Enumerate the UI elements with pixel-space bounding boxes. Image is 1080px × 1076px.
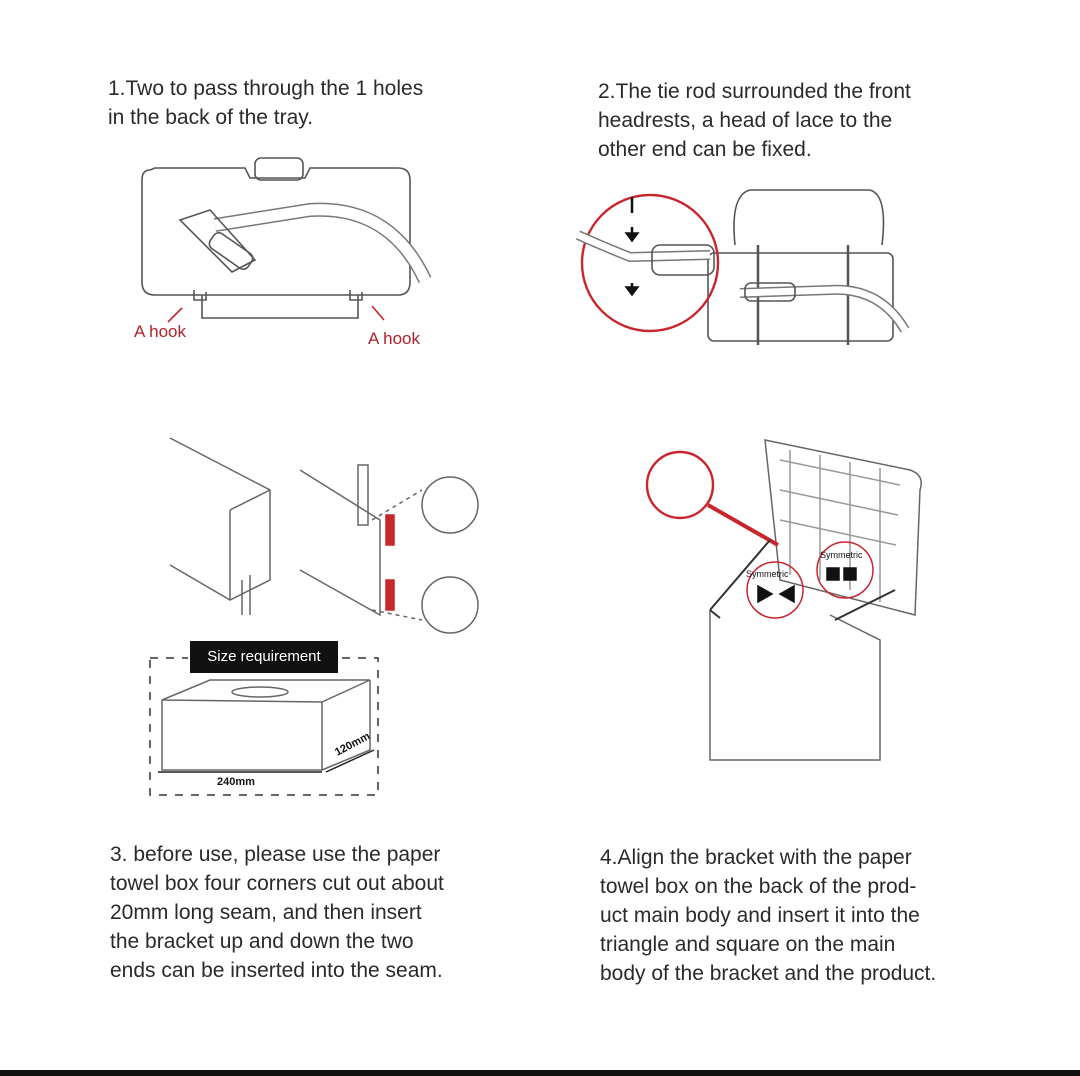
tray-flap (201, 295, 359, 319)
step-4-text: 4.Align the bracket with the paper towel… (600, 846, 937, 985)
square-mark-left (826, 567, 840, 581)
strap-2-inner (739, 286, 909, 332)
buckle-2 (744, 282, 796, 302)
magnified-buckle (651, 244, 715, 276)
detail-circle-top (421, 476, 479, 534)
symmetric-label-2: Symmetric (820, 550, 863, 560)
tissue-box-sides (161, 680, 371, 771)
tray-back-diagram (141, 157, 432, 323)
cut-seam-left (241, 575, 251, 615)
tissue-box-top (161, 679, 371, 703)
dimension-line-depth (325, 749, 375, 773)
hook-left-arrow (167, 307, 183, 323)
tray-grid (779, 450, 901, 602)
bracket-align-diagram (645, 439, 922, 761)
box-cut-diagram (149, 437, 479, 796)
bottom-border (0, 1070, 1080, 1076)
step-3-text: 3. before use, please use the paper towe… (110, 843, 444, 982)
box-corner-left (169, 437, 271, 601)
red-arrow-down (385, 514, 395, 546)
bracket-top (357, 464, 369, 526)
square-callout (816, 541, 874, 599)
hook-right-label: A hook (368, 329, 420, 348)
tissue-box-opening (231, 686, 289, 698)
tray-handle (254, 157, 304, 181)
hook-right-shape (349, 290, 363, 301)
hook-left-label: A hook (134, 322, 186, 341)
triangle-callout (746, 561, 804, 619)
magnified-strap-inner (576, 231, 711, 261)
buckle-slot (208, 231, 254, 271)
headrest-diagram (575, 189, 910, 345)
hook-left-shape (193, 290, 207, 301)
step-2-text: 2.The tie rod surrounded the front headr… (598, 80, 911, 161)
symmetric-label-1: Symmetric (746, 569, 789, 579)
magnifier-circle (580, 193, 720, 333)
buckle (178, 209, 257, 273)
strap-2 (739, 284, 910, 333)
detail-leaders (371, 489, 423, 621)
arrow-heads (624, 232, 640, 297)
triangle-marks (757, 584, 795, 604)
detail-circle-bottom (421, 576, 479, 634)
red-arrow-up (385, 579, 395, 611)
detail-magnifier (645, 450, 715, 520)
size-frame (149, 657, 379, 796)
paper-box (709, 610, 881, 761)
size-requirement-badge: Size requirement (190, 641, 338, 673)
width-dimension: 240mm (217, 776, 255, 788)
box-corner-right (299, 469, 381, 617)
hook-right-arrow (371, 305, 385, 321)
strap-inner (214, 204, 430, 283)
headrest (733, 189, 885, 246)
square-mark-right (843, 567, 857, 581)
tray-main-body (764, 439, 922, 616)
tray-body (141, 167, 411, 296)
step-1-text: 1.Two to pass through the 1 holes in the… (108, 77, 424, 129)
bracket-arms (709, 539, 896, 621)
box-corner-edge (229, 489, 271, 600)
detail-pointer (707, 503, 779, 547)
